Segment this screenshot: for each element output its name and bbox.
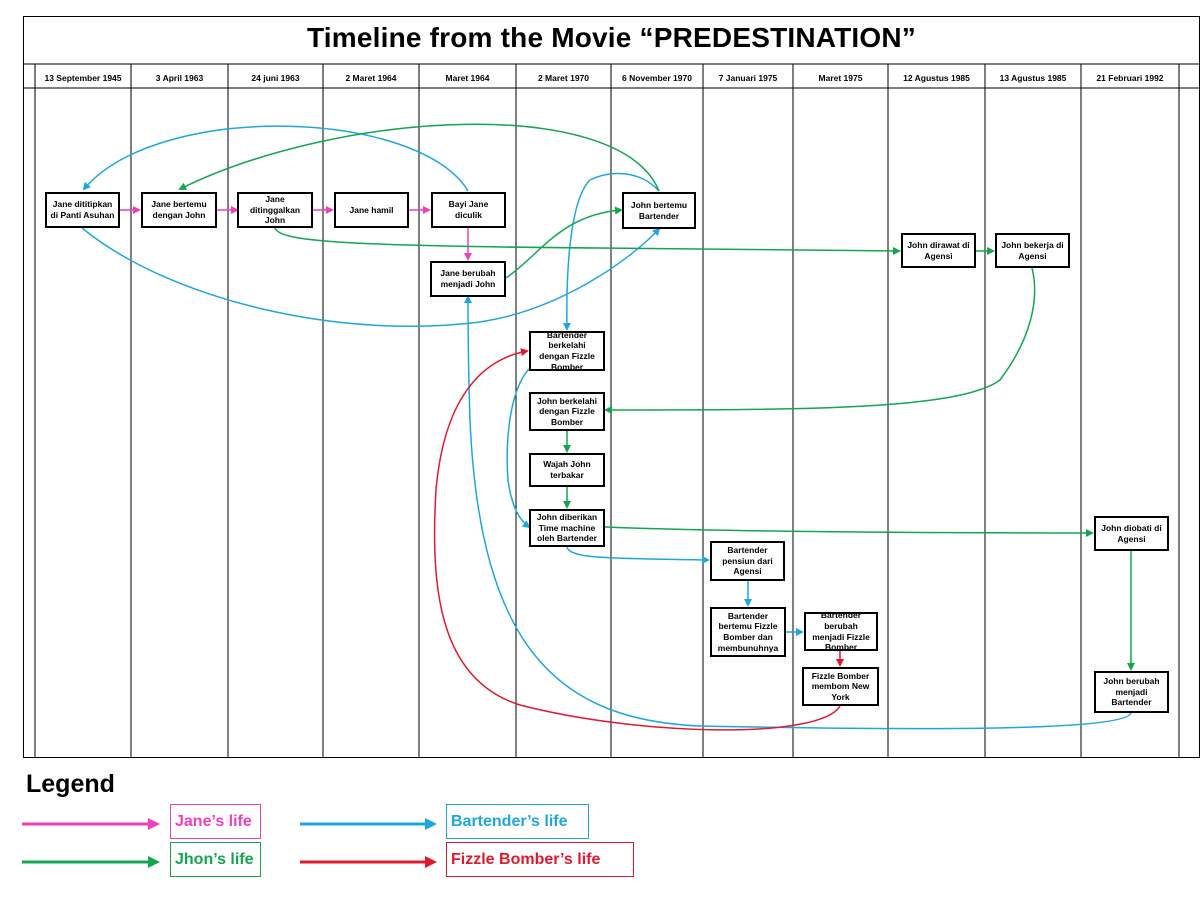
- column-header: 13 Agustus 1985: [999, 73, 1067, 83]
- column-header: Maret 1964: [445, 73, 490, 83]
- event-box: Wajah John terbakar: [529, 453, 605, 487]
- bartender-arrow: [566, 546, 710, 564]
- event-box: Jane ditinggalkan John: [237, 192, 313, 228]
- column-header: 2 Maret 1970: [537, 73, 590, 83]
- event-box: Fizzle Bomber membom New York: [802, 667, 879, 706]
- bartender-arrow: [562, 172, 660, 331]
- column-header: 13 September 1945: [44, 73, 122, 83]
- page-title: Timeline from the Movie “PREDESTINATION”: [306, 22, 917, 53]
- event-box: John diberikan Time machine oleh Bartend…: [529, 509, 605, 547]
- event-box: Bartender berkelahi dengan Fizzle Bomber: [529, 330, 605, 372]
- event-box: Bartender bertemu Fizzle Bomber dan memb…: [710, 607, 786, 657]
- column-header: 12 Agustus 1985: [903, 73, 970, 83]
- john-arrow: [178, 123, 660, 192]
- event-box: Jane dititipkan di Panti Asuhan: [45, 192, 120, 228]
- legend-bartender: Bartender’s life: [446, 804, 589, 839]
- john-arrows: [178, 123, 1135, 671]
- column-header: 3 April 1963: [155, 73, 204, 83]
- event-box: John dirawat di Agensi: [901, 233, 976, 268]
- event-box: John bertemu Bartender: [622, 192, 696, 229]
- event-box: Jane berubah menjadi John: [430, 261, 506, 297]
- column-header: 24 juni 1963: [251, 73, 300, 83]
- bartender-arrow: [82, 125, 469, 192]
- event-box: John berubah menjadi Bartender: [1094, 671, 1169, 713]
- grid-lines: [23, 63, 1200, 758]
- column-header: Maret 1975: [818, 73, 863, 83]
- bartender-arrow: [506, 368, 531, 529]
- bartender-arrow: [81, 227, 661, 327]
- event-box: Jane hamil: [334, 192, 409, 228]
- fizzle-arrow: [433, 348, 841, 731]
- bartender-arrow: [464, 295, 1132, 730]
- event-box: John diobati di Agensi: [1094, 516, 1169, 551]
- jane-arrows: [120, 206, 472, 261]
- legend-fizzle: Fizzle Bomber’s life: [446, 842, 634, 877]
- bartender-arrows: [81, 125, 1132, 730]
- column-header: 21 Februari 1992: [1096, 73, 1164, 83]
- legend-jane: Jane’s life: [170, 804, 261, 839]
- legend-title: Legend: [26, 770, 115, 798]
- event-box: Bayi Jane diculik: [431, 192, 506, 228]
- john-arrow: [604, 267, 1036, 414]
- john-arrow: [274, 227, 901, 255]
- column-header: 2 Maret 1964: [345, 73, 397, 83]
- john-arrow: [505, 206, 623, 279]
- fizzle-arrows: [433, 348, 844, 731]
- event-box: Bartender pensiun dari Agensi: [710, 541, 785, 581]
- john-arrow: [604, 526, 1094, 537]
- event-box: John berkelahi dengan Fizzle Bomber: [529, 392, 605, 431]
- legend-arrows: [22, 818, 437, 868]
- column-header: 6 November 1970: [622, 73, 692, 83]
- event-box: John bekerja di Agensi: [995, 233, 1070, 268]
- column-header: 7 Januari 1975: [718, 73, 778, 83]
- legend-jhon: Jhon’s life: [170, 842, 261, 877]
- event-box: Bartender berubah menjadi Fizzle Bomber: [804, 610, 878, 652]
- event-box: Jane bertemu dengan John: [141, 192, 217, 228]
